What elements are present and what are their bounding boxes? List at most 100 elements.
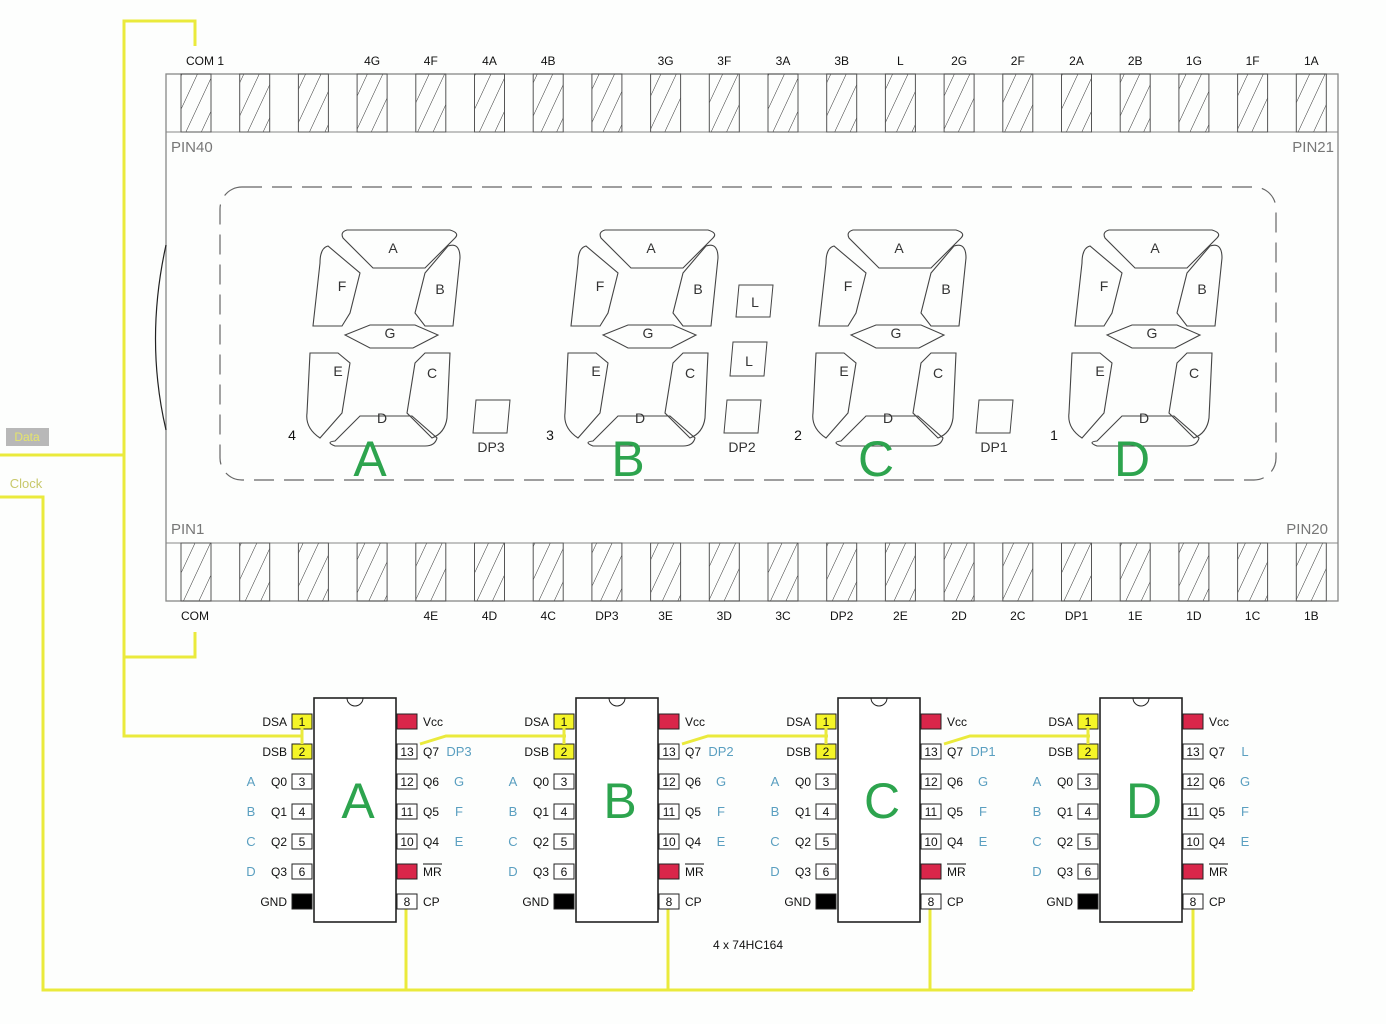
top-pin-27 (943, 73, 975, 133)
segment-C (912, 352, 957, 439)
chip-pin-Q6 (1182, 773, 1204, 790)
segment-mapping-label: D (1032, 864, 1041, 879)
bottom-pin-5 (415, 542, 447, 602)
chip-pin-Vcc (1182, 713, 1204, 730)
bottom-pin-19 (1237, 542, 1269, 602)
chip-pin-Q3 (553, 863, 575, 880)
bottom-pin-3 (297, 542, 329, 602)
top-pin-22 (1237, 73, 1269, 133)
chip-pin-MR (1182, 863, 1204, 880)
segment-A (341, 229, 458, 269)
segment-G (1105, 324, 1202, 349)
chip-pin-MR (396, 863, 418, 880)
segment-label-C: C (427, 365, 437, 381)
segment-mapping-label: D (770, 864, 779, 879)
top-pin-label: L (897, 54, 904, 68)
bottom-pin-16 (1061, 542, 1092, 602)
bottom-pin-label: 3E (658, 609, 673, 623)
chip-pin-number: 8 (666, 895, 673, 909)
segment-mapping-label: C (770, 834, 779, 849)
pin1-label: PIN1 (171, 521, 204, 538)
chip-name-label: D (1126, 773, 1162, 829)
chip-pin-number: 5 (1085, 835, 1092, 849)
chip-pin-name: Q1 (271, 805, 287, 819)
top-pin-37 (356, 73, 388, 133)
bottom-pin-15 (1002, 542, 1034, 602)
segment-mapping-label: F (717, 804, 725, 819)
chip-pin-number: 2 (299, 745, 306, 759)
chip-name-label: B (603, 773, 636, 829)
chip-pin-number: 10 (400, 835, 414, 849)
chip-pin-number: 4 (299, 805, 306, 819)
bottom-pin-label: 2E (893, 609, 908, 623)
chip-pin-name: Q0 (795, 775, 811, 789)
segment-D (835, 415, 944, 447)
segment-mapping-label: E (455, 834, 464, 849)
top-pin-label: 2F (1011, 54, 1025, 68)
chip-pin-number: 1 (1085, 715, 1092, 729)
chip-pin-number: 3 (299, 775, 306, 789)
segment-label-D: D (635, 410, 645, 426)
data-input-label-bg (6, 428, 49, 446)
segment-label-B: B (693, 281, 702, 297)
chip-pin-number: 6 (1085, 865, 1092, 879)
chip-pin-Vcc (920, 713, 942, 730)
decimal-point-label: DP2 (728, 439, 755, 455)
top-pin-21 (1295, 73, 1327, 133)
segment-label-A: A (388, 240, 398, 256)
cascade-wire (681, 734, 828, 746)
top-pin-label: 2G (951, 54, 967, 68)
top-pin-label: 3F (717, 54, 731, 68)
segment-mapping-label: DP3 (446, 744, 471, 759)
chip-pin-name: Q0 (533, 775, 549, 789)
digit-name-label: B (611, 431, 644, 487)
bottom-pin-label: 1B (1304, 609, 1319, 623)
chip-name-label: C (864, 773, 900, 829)
digit-position-number: 1 (1050, 427, 1058, 443)
bottom-pin-label: 2C (1010, 609, 1026, 623)
top-pin-label: 1F (1246, 54, 1260, 68)
display-body (165, 73, 1339, 602)
chip-pin-GND (815, 893, 837, 910)
bottom-pin-label: 2D (951, 609, 967, 623)
chip-pin-Q5 (658, 803, 680, 820)
bottom-pin-12 (826, 542, 858, 602)
bottom-pin-10 (708, 542, 740, 602)
chip-pin-name: Q7 (423, 745, 439, 759)
clock-wire-bus (0, 495, 1193, 992)
bottom-pin-7 (532, 542, 564, 602)
segment-mapping-label: C (1032, 834, 1041, 849)
segment-mapping-label: B (247, 804, 256, 819)
segment-C (664, 352, 709, 439)
chip-pin-number: 1 (823, 715, 830, 729)
bottom-pin-label: 1E (1128, 609, 1143, 623)
segment-G (343, 324, 440, 349)
segment-label-A: A (894, 240, 904, 256)
clock-input-label: Clock (10, 476, 43, 491)
segment-C (406, 352, 451, 439)
chip-pin-Q7 (658, 743, 680, 760)
segment-C (1168, 352, 1213, 439)
top-pin-label: 4B (541, 54, 556, 68)
segment-label-C: C (685, 365, 695, 381)
bottom-pin-8 (591, 542, 623, 602)
chip-pin-name: MR (1209, 865, 1228, 879)
bottom-pin-label: 4D (482, 609, 498, 623)
chip-pin-name: CP (423, 895, 440, 909)
chip-pin-name: DSA (786, 715, 811, 729)
chip-pin-name: Q3 (271, 865, 287, 879)
top-pin-label: 2A (1069, 54, 1084, 68)
chip-pin-name: GND (1046, 895, 1073, 909)
chip-pin-name: Q1 (1057, 805, 1073, 819)
bottom-pin-17 (1119, 542, 1151, 602)
segment-mapping-label: B (509, 804, 518, 819)
chip-pin-name: DSB (262, 745, 287, 759)
segment-mapping-label: A (771, 774, 780, 789)
segment-F (818, 245, 867, 327)
segment-mapping-label: F (455, 804, 463, 819)
chip-name-label: A (341, 773, 375, 829)
